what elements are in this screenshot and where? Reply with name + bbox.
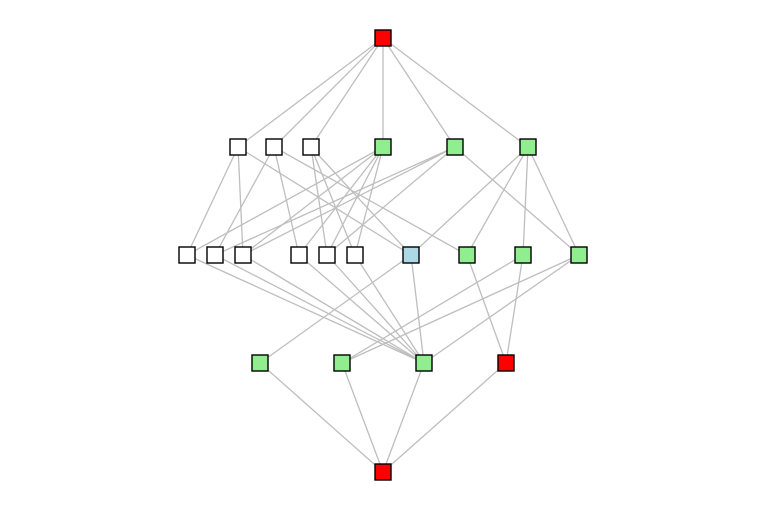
node-bot — [374, 463, 392, 481]
edge-top-a1 — [237, 37, 384, 148]
edge-a4-b5 — [326, 146, 384, 256]
node-c3 — [415, 354, 433, 372]
node-b2 — [206, 246, 224, 264]
edge-c3-bot — [382, 362, 425, 473]
edge-a4-b6 — [354, 146, 384, 256]
edge-b6-c3 — [354, 254, 425, 364]
edge-a2-b8 — [273, 146, 468, 256]
node-b3 — [234, 246, 252, 264]
edge-b5-c3 — [326, 254, 425, 364]
node-b1 — [178, 246, 196, 264]
node-b6 — [346, 246, 364, 264]
edge-b2-c3 — [214, 254, 425, 364]
node-a2 — [265, 138, 283, 156]
edge-a1-b1 — [186, 146, 239, 256]
node-c4 — [497, 354, 515, 372]
edge-a5-b5 — [326, 146, 456, 256]
node-a3 — [302, 138, 320, 156]
edge-a4-b1 — [186, 146, 384, 256]
node-a6 — [519, 138, 537, 156]
edge-top-a3 — [310, 37, 384, 148]
node-b5 — [318, 246, 336, 264]
edge-a5-b3 — [242, 146, 456, 256]
edge-a2-b4 — [273, 146, 300, 256]
edge-b10-c3 — [423, 254, 580, 364]
edge-b7-c3 — [410, 254, 425, 364]
edge-a6-b9 — [522, 146, 529, 256]
node-c2 — [333, 354, 351, 372]
edge-top-a5 — [382, 37, 456, 148]
edge-a1-b7 — [237, 146, 412, 256]
edge-a4-b4 — [298, 146, 384, 256]
node-b8 — [458, 246, 476, 264]
edge-b3-c3 — [242, 254, 425, 364]
edge-c2-bot — [341, 362, 384, 473]
edge-b9-c4 — [505, 254, 524, 364]
edge-b4-c3 — [298, 254, 425, 364]
node-b4 — [290, 246, 308, 264]
edge-a3-b5 — [310, 146, 328, 256]
node-a1 — [229, 138, 247, 156]
edge-top-a6 — [382, 37, 529, 148]
node-top — [374, 29, 392, 47]
node-a5 — [446, 138, 464, 156]
edge-c4-bot — [382, 362, 507, 473]
edge-a5-b2 — [214, 146, 456, 256]
edge-a1-b3 — [237, 146, 244, 256]
edge-b1-c3 — [186, 254, 425, 364]
edge-b9-c2 — [341, 254, 524, 364]
nodes-layer — [178, 29, 588, 481]
edge-b7-c1 — [259, 254, 412, 364]
node-b7 — [402, 246, 420, 264]
edge-c1-bot — [259, 362, 384, 473]
edge-b10-c2 — [341, 254, 580, 364]
edge-a4-b3 — [242, 146, 384, 256]
node-c1 — [251, 354, 269, 372]
edge-a2-b2 — [214, 146, 275, 256]
node-b10 — [570, 246, 588, 264]
edge-a6-b10 — [527, 146, 580, 256]
edge-a6-b7 — [410, 146, 529, 256]
node-a4 — [374, 138, 392, 156]
edge-top-a2 — [273, 37, 384, 148]
edge-a6-b8 — [466, 146, 529, 256]
edges-layer — [186, 37, 580, 473]
edge-b8-c4 — [466, 254, 507, 364]
node-b9 — [514, 246, 532, 264]
edge-a3-b7 — [310, 146, 412, 256]
edge-a5-b10 — [454, 146, 580, 256]
